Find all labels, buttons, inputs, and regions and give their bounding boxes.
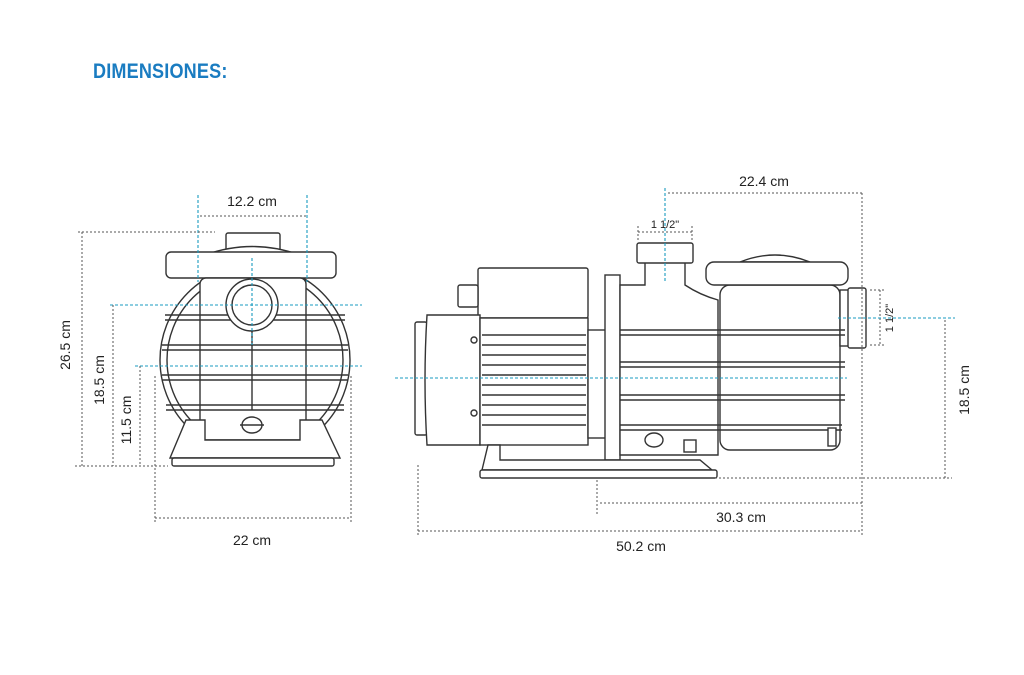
front-height-axis-label: 11.5 cm (118, 396, 134, 445)
side-dimension-lines (395, 188, 955, 537)
front-height-total-label: 26.5 cm (57, 320, 73, 370)
inlet-size-label: 1 1/2" (884, 304, 896, 332)
side-length-pump-label: 22.4 cm (739, 173, 789, 189)
outlet-size-label: 1 1/2" (651, 219, 679, 231)
side-length-base-label: 30.3 cm (716, 509, 766, 525)
pump-front-view (159, 232, 351, 467)
front-width-base-label: 22 cm (233, 532, 271, 548)
front-width-inlet-label: 12.2 cm (227, 193, 277, 209)
front-height-inlet-label: 18.5 cm (91, 355, 107, 405)
side-height-inlet-label: 18.5 cm (956, 365, 972, 415)
side-length-total-label: 50.2 cm (616, 538, 666, 554)
page-title: DIMENSIONES: (93, 60, 228, 83)
pump-side-view (414, 242, 867, 479)
front-dimension-lines (75, 195, 362, 522)
